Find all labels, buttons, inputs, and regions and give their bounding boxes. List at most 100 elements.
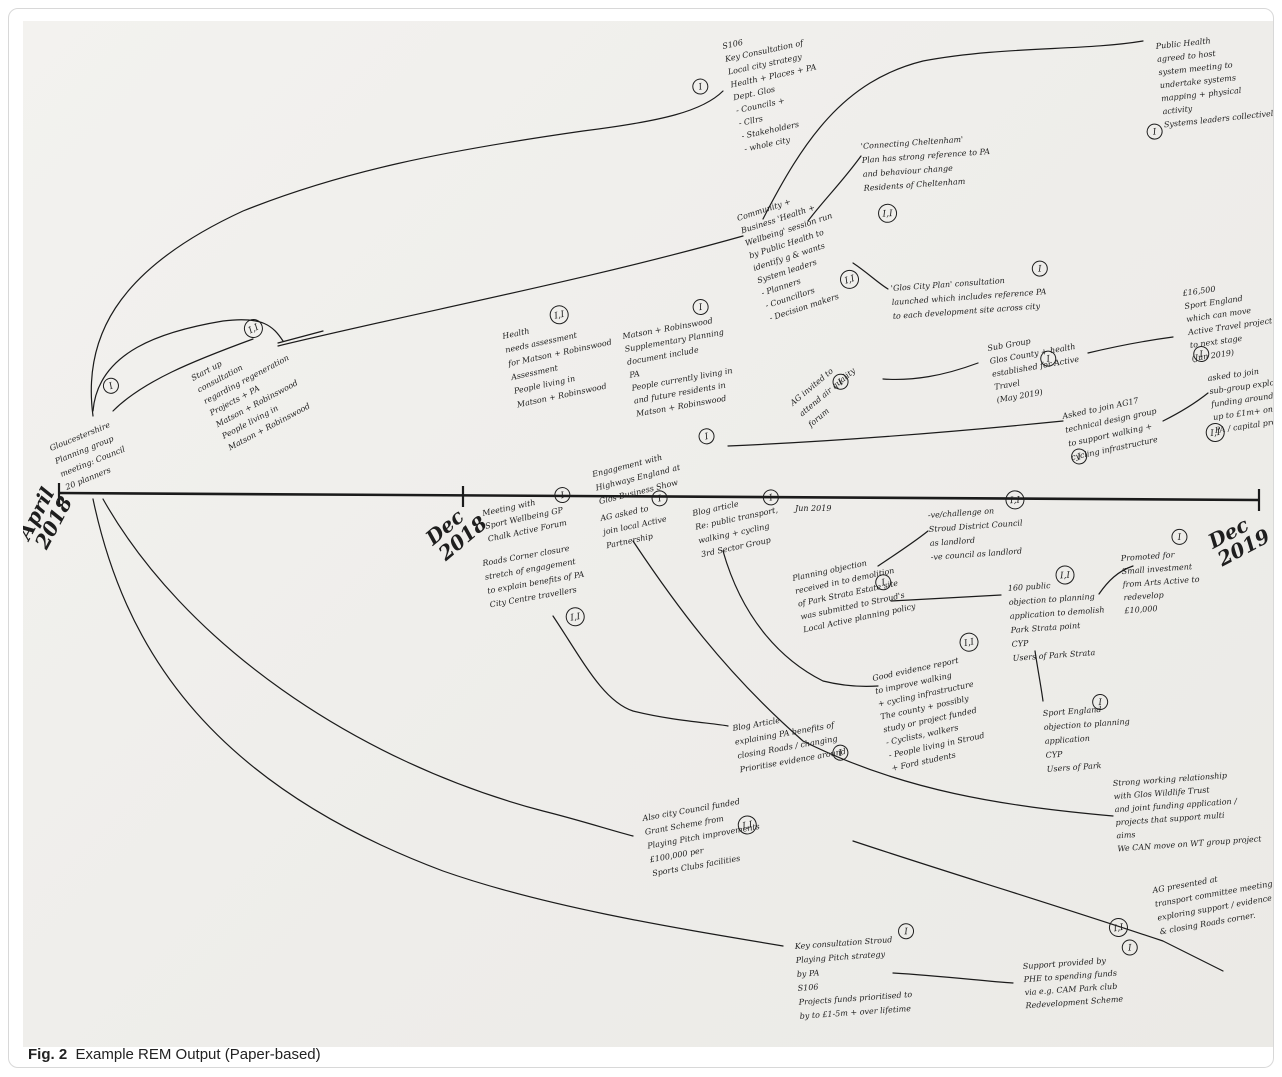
impact-marker-circle — [1193, 346, 1210, 363]
impact-marker: I — [1146, 123, 1163, 140]
note-blog-top: Blog articleRe: public transport,walking… — [691, 489, 779, 559]
impact-marker-label: I — [903, 927, 909, 937]
impact-marker-circle — [1031, 260, 1048, 277]
impact-marker: I — [1071, 448, 1088, 465]
impact-marker: I — [102, 377, 119, 394]
impact-marker-circle — [762, 489, 779, 506]
impact-marker-circle — [1005, 490, 1025, 510]
strand — [852, 840, 1224, 972]
impact-marker-label: I — [837, 748, 844, 759]
note-text: Roads Corner closurestretch of engagemen… — [481, 542, 588, 609]
note-text: Public Healthagreed to hostsystem meetin… — [1154, 30, 1274, 129]
note-text: Community +Business 'Health +Wellbeing' … — [735, 186, 858, 323]
strands-below — [92, 498, 1224, 984]
impact-marker-label: I — [1037, 264, 1043, 274]
caption-label: Fig. 2 — [28, 1046, 68, 1063]
note-asked-join-group: asked to joinsub-group exploringfunding … — [1205, 367, 1273, 442]
impact-marker: I,I — [1108, 918, 1128, 938]
impact-marker: I,I — [840, 269, 860, 289]
impact-marker-label: I,I — [962, 637, 975, 649]
figure-caption: Fig. 2 Example REM Output (Paper-based) — [28, 1046, 321, 1063]
impact-marker-label: I,I — [246, 322, 261, 336]
impact-marker-label: I — [836, 377, 846, 388]
impact-marker-label: I — [697, 303, 704, 314]
note-text: AG asked tojoin local ActivePartnership — [598, 501, 671, 551]
impact-marker: I — [692, 299, 709, 316]
strand — [277, 330, 324, 344]
impact-marker-circle — [565, 607, 585, 627]
impact-marker-label: I — [1198, 350, 1204, 361]
axis-label-dec-2019: Dec2019 — [1203, 506, 1274, 571]
impact-marker-label: I — [880, 578, 887, 589]
timeline-axis — [57, 483, 1261, 511]
note-roads-corner: Roads Corner closurestretch of engagemen… — [481, 542, 588, 627]
note-text: Planning objectionreceived in to demolit… — [791, 550, 917, 634]
impact-marker-circle — [832, 744, 849, 761]
impact-marker-circle — [1108, 918, 1128, 938]
impact-marker-circle — [737, 815, 757, 835]
note-text: Promoted forSmall investmentfrom Arts Ac… — [1120, 549, 1202, 616]
strand — [762, 40, 1144, 220]
strand — [1087, 336, 1174, 354]
note-consultation: Start upconsultationregarding regenerati… — [190, 318, 312, 453]
note-text: AG presented attransport committee meeti… — [1151, 865, 1274, 936]
impact-marker: I — [1171, 528, 1188, 545]
strand — [722, 550, 879, 687]
note-blog-article: Blog Articleexplaining PA benefits ofclo… — [731, 705, 849, 775]
impact-marker: I — [762, 489, 779, 506]
note-also-city: Also city Council fundedGrant Scheme fro… — [641, 794, 765, 878]
impact-marker-circle — [651, 490, 668, 507]
note-text: 'Glos City Plan' consultationlaunched wh… — [891, 273, 1048, 321]
impact-marker-label: I — [1127, 943, 1133, 953]
note-ve-challenge: -ve/challenge onStroud District Councila… — [928, 490, 1026, 562]
impact-marker: I — [1121, 939, 1138, 956]
impact-marker-label: I — [1176, 533, 1182, 543]
note-text: Also city Council fundedGrant Scheme fro… — [641, 794, 765, 878]
impact-marker: I,I — [549, 305, 569, 325]
impact-marker-label: I,I — [881, 209, 893, 220]
strand — [890, 594, 1002, 602]
note-support-provided: Support provided byPHE to spending funds… — [1022, 939, 1138, 1010]
note-text: -ve/challenge onStroud District Councila… — [928, 504, 1026, 561]
note-asked-ag17: Asked to join AG17technical design group… — [1061, 393, 1164, 465]
impact-marker-circle — [102, 377, 119, 394]
note-good-evidence: Good evidence reportto improve walking+ … — [872, 632, 989, 773]
axis-line — [58, 491, 1260, 502]
impact-marker-circle — [1071, 448, 1088, 465]
impact-marker-circle — [1092, 693, 1109, 710]
note-ag-presented: AG presented attransport committee meeti… — [1108, 865, 1274, 938]
strand — [552, 615, 729, 727]
impact-marker-label: I,I — [741, 820, 754, 832]
impact-marker: I — [1193, 346, 1210, 363]
note-text: Asked to join AG17technical design group… — [1061, 393, 1164, 462]
note-text: Matson + RobinswoodSupplementary Plannin… — [621, 314, 738, 418]
strand — [852, 262, 889, 290]
impact-marker-label: I,I — [553, 310, 566, 322]
note-160-public: 160 publicobjection to planningapplicati… — [1008, 565, 1105, 663]
strand — [1034, 650, 1044, 702]
impact-marker: I,I — [1055, 565, 1075, 585]
impact-marker-label: I — [1076, 452, 1083, 463]
impact-marker-circle — [692, 299, 709, 316]
note-text: Blog Articleexplaining PA benefits ofclo… — [731, 705, 847, 774]
impact-marker-label: I — [1151, 127, 1157, 137]
impact-marker: I,I — [737, 815, 757, 835]
impact-marker: I,I — [565, 607, 585, 627]
impact-marker-label: I — [656, 494, 663, 505]
impact-marker-label: I — [697, 82, 704, 93]
note-sport-england: Sport Englandobjection to planningapplic… — [1043, 693, 1130, 774]
strand — [102, 498, 634, 837]
note-public-health-top: Public Healthagreed to hostsystem meetin… — [1146, 30, 1274, 140]
note-text: Good evidence reportto improve walking+ … — [872, 654, 989, 773]
strand — [727, 420, 1064, 447]
impact-marker: I — [832, 744, 849, 761]
strand — [90, 90, 724, 417]
impact-marker-circle — [1055, 565, 1075, 585]
impact-marker-label: I,I — [1009, 496, 1021, 507]
impact-marker: I — [698, 428, 715, 445]
note-glos-city-plan: 'Glos City Plan' consultationlaunched wh… — [891, 260, 1048, 321]
caption-text: Example REM Output (Paper-based) — [75, 1046, 321, 1063]
